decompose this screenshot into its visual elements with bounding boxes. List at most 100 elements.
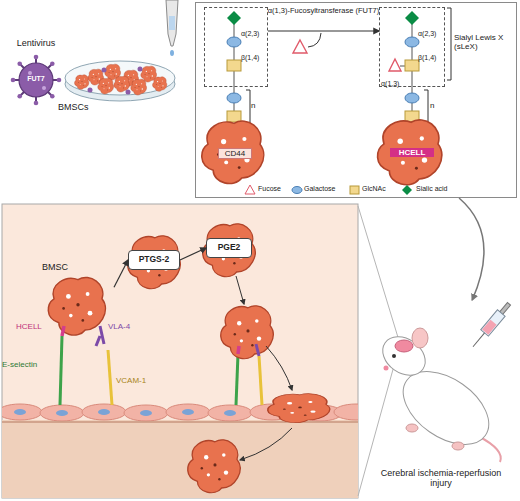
petri-dish [98, 78, 114, 94]
lentivirus-art [11, 78, 16, 83]
petri-dish [88, 88, 93, 93]
petri-dish [102, 68, 107, 73]
vessel-inset [124, 405, 168, 421]
vessel-inset [98, 409, 110, 415]
glycan-chain [405, 37, 419, 47]
glycan-chain [405, 60, 419, 71]
mouse [412, 328, 428, 348]
inset-lines [358, 206, 400, 344]
dish-node: BMSCs [58, 52, 180, 112]
glycan-chain [202, 121, 264, 183]
cell-node: CD44 [206, 131, 264, 177]
legend-samples [245, 185, 255, 194]
vessel-inset [259, 356, 262, 405]
glycan-chain [405, 93, 419, 103]
connector-arrow [268, 30, 379, 31]
legend-samples [245, 185, 412, 195]
mouse [473, 333, 485, 347]
mouse [392, 354, 396, 358]
vessel-inset [240, 428, 292, 460]
mediator-box: PGE2 [206, 238, 252, 258]
pipette [166, 0, 178, 46]
cell-node: HCELL [381, 131, 443, 177]
mouse [384, 366, 389, 371]
mouse [395, 340, 413, 352]
mouse [452, 442, 464, 450]
node-text: β(1,4) [418, 54, 446, 62]
vessel-inset [268, 394, 330, 423]
glycan-chain [227, 11, 241, 25]
petri-dish [114, 76, 130, 92]
label-text: VLA-4 [108, 322, 148, 331]
mouse-node: Cerebral ischemia-reperfusion injury [370, 300, 512, 498]
node-text: FUT7 [4, 75, 68, 83]
vessel-inset [96, 326, 104, 346]
pipette [170, 50, 174, 56]
vessel-inset [238, 346, 239, 354]
vessel-inset [48, 277, 105, 335]
vessel-inset [56, 410, 68, 416]
glycan-chain [227, 60, 241, 71]
vessel-inset [236, 276, 244, 304]
pipette [166, 0, 178, 56]
label-text: n [251, 101, 263, 110]
legend-samples [350, 186, 359, 194]
node-text: α(1,3) [381, 80, 411, 88]
connector-arrow [114, 260, 128, 287]
cell-node: BMSC [40, 262, 114, 334]
mouse [375, 301, 512, 462]
vessel-inset [14, 409, 26, 415]
vessel-inset [108, 350, 112, 405]
lentivirus-art [28, 71, 32, 75]
mouse [482, 320, 496, 335]
label-text: VCAM-1 [116, 376, 162, 385]
dashed-box: α(2,3) β(1,4) α(1,3) [379, 7, 445, 87]
vessel-inset [82, 404, 126, 420]
node-text: PTGS-2 [129, 255, 179, 265]
vessel-inset [188, 440, 240, 493]
node-text: BMSCs [58, 102, 102, 112]
lentivirus-art [50, 61, 55, 66]
mouse [375, 329, 432, 383]
vessel-inset [2, 404, 42, 420]
node-text: α(2,3) [418, 30, 446, 38]
vessel-inset [166, 404, 210, 420]
vessel-inset [128, 236, 180, 289]
glycan-chain [389, 59, 401, 71]
legend-text: Fucose [258, 185, 298, 193]
lentivirus-art [42, 86, 46, 90]
node-text: PGE2 [207, 243, 251, 253]
mouse [469, 301, 513, 350]
legend-text: Galactose [304, 185, 348, 193]
lentivirus-art [57, 78, 62, 83]
vessel-inset [0, 204, 378, 500]
connector-arrow [180, 248, 206, 260]
lentivirus-art [17, 94, 22, 99]
glycan-chain [246, 90, 250, 126]
label-text: HCELL [16, 322, 56, 331]
mouse [406, 424, 418, 432]
enzyme-box: PTGS-2 [128, 250, 180, 270]
glycan-chain [405, 11, 419, 25]
petri-dish [75, 75, 89, 89]
virus-node: LentivirusFUT7 [4, 38, 68, 110]
lentivirus-art [17, 61, 22, 66]
vessel-inset [203, 224, 255, 277]
petri-dish [65, 61, 175, 101]
label-text: E-selectin [2, 360, 60, 369]
glycan-chain [202, 8, 451, 185]
petri-dish [153, 77, 167, 91]
vessel-inset [224, 410, 236, 416]
node-text: BMSC [42, 262, 82, 272]
node-text: α(2,3) [241, 30, 269, 38]
vessel-inset [266, 346, 292, 390]
glycan-chain [227, 93, 241, 103]
pipette [169, 16, 175, 30]
glycan-chain [293, 40, 307, 53]
node-text: CD44 [218, 148, 252, 159]
petri-dish [138, 67, 143, 72]
lentivirus-art [34, 101, 39, 106]
